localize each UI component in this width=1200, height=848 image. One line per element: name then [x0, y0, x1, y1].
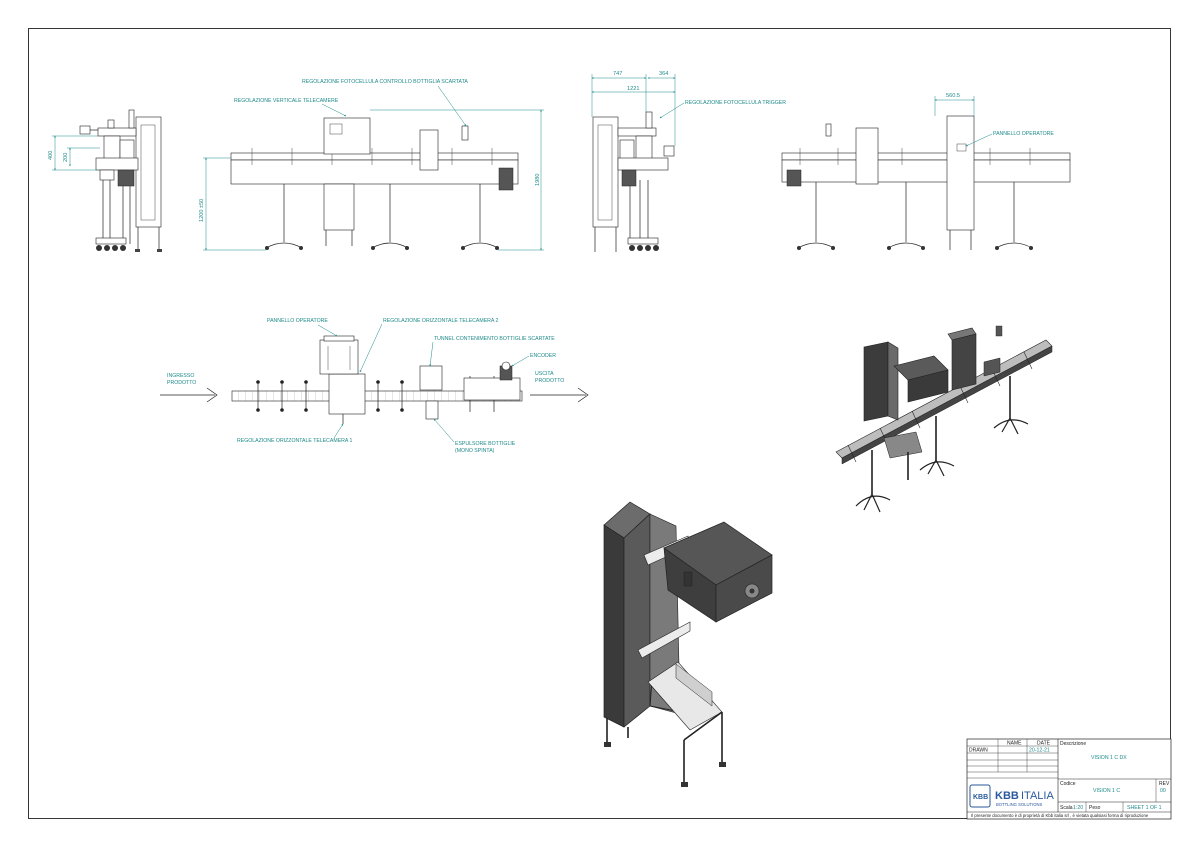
tb-descrizione-label: Descrizione: [1060, 741, 1086, 747]
front-view: [230, 117, 519, 250]
dimension-364: 364: [647, 71, 676, 146]
tb-date-header: DATE: [1037, 741, 1051, 747]
title-block: NAME DATE DRAWN 20-12-21 Descrizione VIS…: [966, 738, 1172, 820]
note-orizzontale-tel2: REGOLAZIONE ORIZZONTALE TELECAMERA 2: [359, 318, 499, 373]
tb-peso-label: Peso: [1089, 805, 1101, 811]
tb-scala-value: 1:20: [1073, 805, 1083, 811]
flow-arrow-in: INGRESSO PRODOTTO: [160, 373, 218, 403]
rear-view: [781, 115, 1071, 250]
tb-rev-label: REV: [1159, 781, 1170, 787]
dimension-1980: 1980: [370, 109, 544, 251]
svg-text:TUNNEL CONTENIMENTO BOTTIGLIE: TUNNEL CONTENIMENTO BOTTIGLIE SCARTATE: [434, 336, 555, 342]
tb-drawn-label: DRAWN: [969, 748, 988, 754]
dim-1221: 1221: [627, 86, 639, 92]
tb-rev-value: 00: [1160, 788, 1166, 794]
svg-text:PANNELLO OPERATORE: PANNELLO OPERATORE: [993, 131, 1054, 137]
svg-text:ESPULSORE BOTTIGLIE: ESPULSORE BOTTIGLIE: [455, 441, 516, 447]
svg-text:PRODOTTO: PRODOTTO: [535, 378, 564, 384]
tb-codice-value: VISION 1 C: [1093, 788, 1120, 794]
svg-text:INGRESSO: INGRESSO: [167, 373, 194, 379]
tb-scala-label: Scala: [1060, 805, 1073, 811]
svg-text:REGOLAZIONE ORIZZONTALE TELECA: REGOLAZIONE ORIZZONTALE TELECAMERA 1: [237, 438, 353, 444]
isometric-camera-unit: [603, 501, 773, 787]
svg-text:PRODOTTO: PRODOTTO: [167, 380, 196, 386]
dimension-200: 200: [63, 147, 100, 167]
top-view: [231, 335, 523, 424]
dimension-1200: 1200 ±50: [199, 157, 266, 251]
dim-560: 560.5: [946, 93, 960, 99]
svg-text:REGOLAZIONE FOTOCELLULA TRIGGE: REGOLAZIONE FOTOCELLULA TRIGGER: [685, 100, 786, 106]
tb-codice-label: Codice: [1060, 781, 1076, 787]
svg-text:REGOLAZIONE VERTICALE TELECAME: REGOLAZIONE VERTICALE TELECAMERE: [234, 98, 339, 104]
tb-name-header: NAME: [1007, 741, 1022, 747]
tb-sheet: SHEET 1 OF 1: [1127, 805, 1162, 811]
logo-sub: BOTTLING SOLUTIONS: [996, 802, 1043, 807]
tb-drawn-date: 20-12-21: [1029, 748, 1050, 754]
logo-kbb: KBB: [995, 790, 1019, 802]
dim-364: 364: [659, 71, 668, 77]
note-fotocellula-trigger: REGOLAZIONE FOTOCELLULA TRIGGER: [659, 100, 786, 119]
dim-400: 400: [48, 151, 54, 160]
svg-text:USCITA: USCITA: [535, 371, 554, 377]
note-pannello-operatore-top: PANNELLO OPERATORE: [267, 318, 338, 337]
svg-text:ENCODER: ENCODER: [530, 353, 556, 359]
note-tunnel: TUNNEL CONTENIMENTO BOTTIGLIE SCARTATE: [429, 336, 555, 367]
svg-text:(MONO SPINTA): (MONO SPINTA): [455, 448, 495, 454]
note-fotocellula-scartata: REGOLAZIONE FOTOCELLULA CONTROLLO BOTTIG…: [302, 79, 468, 127]
tb-disclaimer: Il presente documento è di proprietà di …: [971, 813, 1149, 818]
dim-1200: 1200 ±50: [199, 199, 205, 222]
dimension-1221: 1221: [591, 86, 676, 93]
isometric-line-view: [835, 325, 1053, 513]
logo-italia: ITALIA: [1021, 790, 1054, 802]
dimension-747: 747: [591, 71, 647, 117]
dim-1980: 1980: [535, 174, 541, 186]
dim-200: 200: [63, 153, 69, 162]
svg-text:PANNELLO OPERATORE: PANNELLO OPERATORE: [267, 318, 328, 324]
kbb-logo: KBB KBB ITALIA BOTTLING SOLUTIONS: [969, 784, 1054, 808]
note-orizzontale-tel1: REGOLAZIONE ORIZZONTALE TELECAMERA 1: [237, 423, 353, 444]
note-espulsore: ESPULSORE BOTTIGLIE (MONO SPINTA): [433, 418, 516, 454]
dim-747: 747: [613, 71, 622, 77]
sheet-border: [28, 28, 1171, 819]
note-encoder: ENCODER: [511, 353, 556, 367]
svg-text:REGOLAZIONE ORIZZONTALE TELECA: REGOLAZIONE ORIZZONTALE TELECAMERA 2: [383, 318, 499, 324]
dimension-400: 400: [48, 135, 98, 171]
note-verticale-telecamere: REGOLAZIONE VERTICALE TELECAMERE: [234, 98, 347, 117]
tb-descrizione-value: VISION 1 C DX: [1091, 755, 1127, 761]
flow-arrow-out: USCITA PRODOTTO: [530, 371, 589, 403]
left-side-view: [79, 109, 162, 252]
svg-text:REGOLAZIONE FOTOCELLULA CONTRO: REGOLAZIONE FOTOCELLULA CONTROLLO BOTTIG…: [302, 79, 468, 85]
right-side-view: [592, 111, 675, 252]
note-pannello-operatore-side: PANNELLO OPERATORE: [965, 131, 1054, 147]
dimension-560: 560.5: [934, 93, 975, 116]
logo-mark: KBB: [973, 794, 988, 801]
